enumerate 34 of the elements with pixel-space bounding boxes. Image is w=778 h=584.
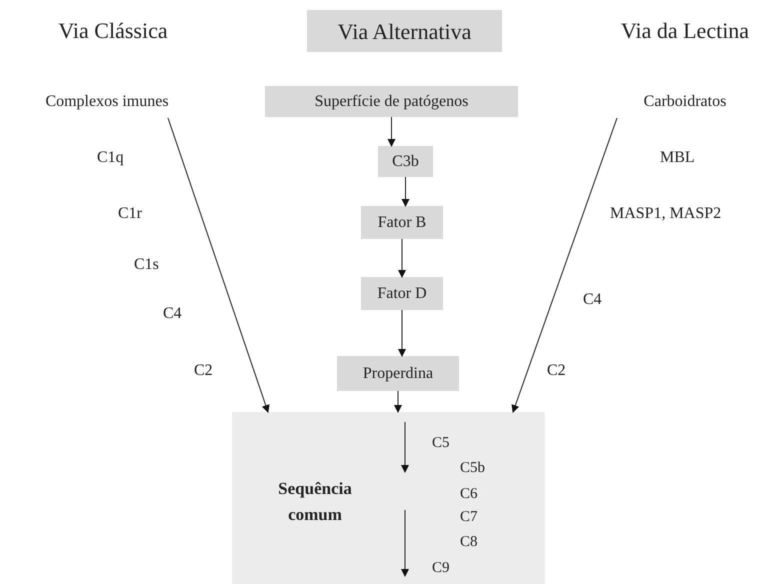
- pathway-step-box: Fator D: [361, 277, 443, 310]
- component-label: C2: [547, 363, 566, 379]
- component-label: C9: [432, 561, 450, 576]
- pathway-heading: Via Clássica: [57, 20, 169, 42]
- pathway-step-box: Superfície de patógenos: [265, 86, 518, 117]
- arrow: [512, 118, 618, 413]
- component-label: MASP1, MASP2: [610, 206, 722, 222]
- component-label: C1r: [118, 206, 142, 222]
- panel-title: Sequência comum: [277, 478, 353, 526]
- pathway-step-box: Fator B: [361, 206, 443, 239]
- component-label: MBL: [660, 150, 695, 166]
- arrow: [394, 390, 402, 413]
- component-label: C7: [460, 510, 478, 525]
- arrow: [398, 238, 406, 278]
- component-label: C4: [163, 306, 182, 322]
- component-label: C5b: [460, 461, 486, 476]
- pathway-trigger: Complexos imunes: [12, 86, 202, 118]
- pathway-step-box: Properdina: [337, 356, 459, 391]
- pathway-trigger: Carboidratos: [605, 86, 765, 118]
- pathway-heading: Via da Lectina: [620, 20, 750, 42]
- arrow: [398, 310, 406, 357]
- pathway-step-box: C3b: [378, 146, 433, 177]
- pathway-step-box: Via Alternativa: [307, 10, 502, 52]
- arrow: [168, 118, 270, 413]
- component-label: C5: [432, 436, 450, 451]
- component-label: C4: [583, 292, 602, 308]
- arrow: [388, 116, 396, 147]
- sequence-panel: [232, 412, 545, 584]
- component-label: C8: [460, 535, 478, 550]
- component-label: C1q: [97, 150, 124, 166]
- arrow: [402, 176, 410, 207]
- component-label: C6: [460, 487, 478, 502]
- component-label: C1s: [134, 257, 159, 273]
- component-label: C2: [194, 363, 213, 379]
